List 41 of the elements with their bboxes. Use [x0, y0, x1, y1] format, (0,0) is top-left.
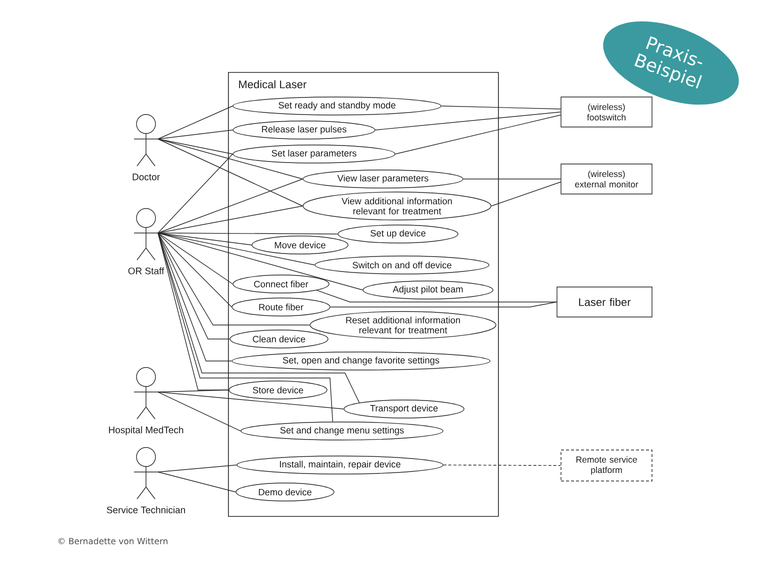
connector-line [158, 464, 237, 472]
connector-line [158, 138, 303, 180]
external-box: Laser fiber [556, 286, 652, 318]
connector-line [316, 290, 557, 302]
external-box: Remote service platform [560, 450, 652, 482]
connector-line [158, 106, 233, 140]
connector-line [158, 390, 229, 392]
connector-line [158, 232, 338, 234]
connector-line [158, 138, 233, 154]
connector-line [158, 232, 360, 404]
external-box: (wireless) footswitch [560, 96, 652, 128]
connector-line [158, 232, 363, 290]
connector-line [158, 472, 236, 492]
connector-line [158, 232, 233, 284]
actor: Service Technician [106, 447, 185, 514]
copyright-note: © Bernadette von Wittern [58, 538, 168, 544]
connector-line [158, 206, 303, 234]
connector-line [491, 182, 561, 206]
connector-line [158, 232, 252, 246]
connector-line [158, 232, 334, 422]
connector-line [158, 232, 232, 308]
connector-line [463, 178, 561, 180]
connector-line [158, 232, 230, 340]
connector-line [158, 130, 233, 140]
connector-line [158, 232, 310, 326]
connector-line [158, 392, 241, 432]
connector-line [375, 112, 561, 130]
connector-line [158, 154, 233, 234]
external-box: (wireless) external monitor [560, 164, 652, 194]
connector-line [395, 114, 561, 154]
connector-line [158, 178, 303, 234]
connector-line [441, 106, 561, 110]
connector-line [158, 232, 232, 362]
actor: Doctor [132, 114, 160, 180]
connector-line [158, 232, 315, 266]
actor: OR Staff [128, 208, 164, 274]
connector-line [330, 302, 557, 308]
connector-line [158, 138, 303, 206]
actor: Hospital MedTech [109, 367, 184, 436]
connector-line [443, 464, 561, 466]
connector-line [158, 392, 344, 410]
